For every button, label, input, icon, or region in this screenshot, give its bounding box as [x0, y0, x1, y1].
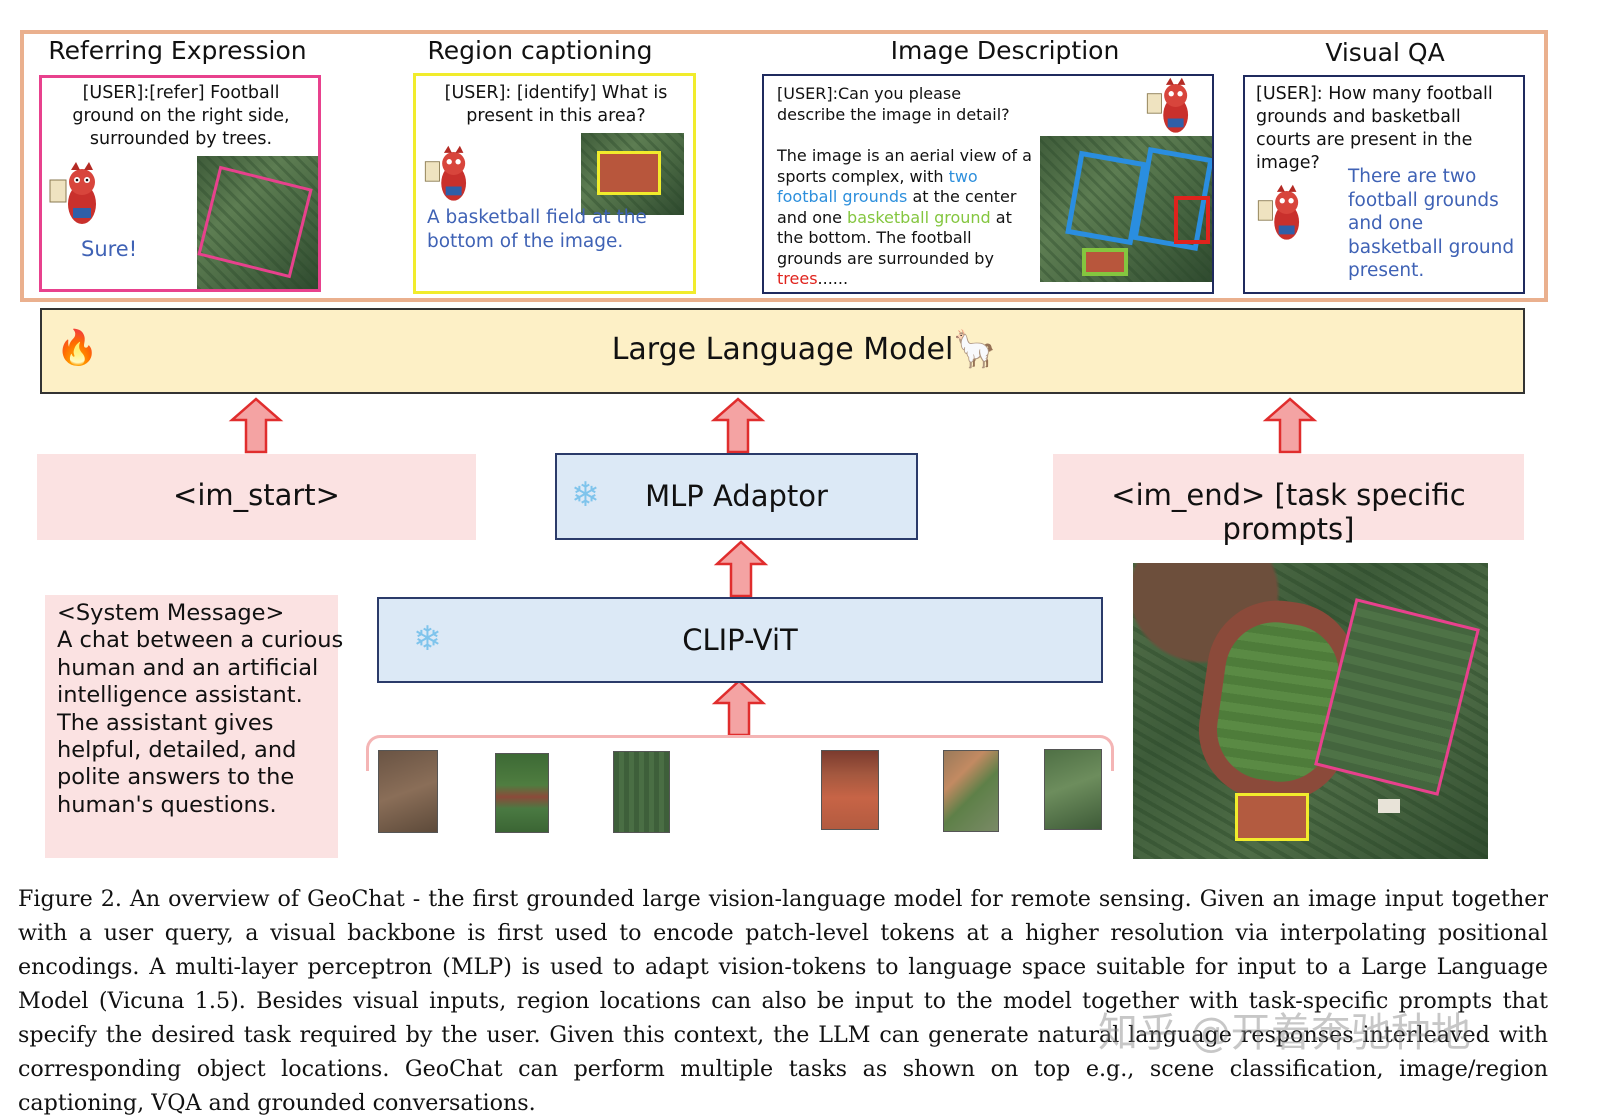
figure-caption: Figure 2. An overview of GeoChat - the f…: [18, 886, 1548, 1116]
mlp-adaptor-block: ❄ MLP Adaptor: [555, 453, 918, 540]
im-start-token: <im_start>: [37, 454, 476, 540]
geochat-mascot-icon: [1146, 77, 1189, 133]
answer-football-grounds: two football grounds: [777, 166, 978, 207]
patch-bracket: [366, 735, 1114, 771]
referring-user-query: [USER]:[refer] Football ground on the ri…: [72, 83, 290, 149]
image-patch: [378, 750, 438, 833]
large-language-model-block: 🔥 Large Language Model 🦙: [40, 308, 1525, 394]
region-captioning-title: Region captioning: [427, 36, 653, 65]
region-user-query: [USER]: [identify] What is present in th…: [444, 83, 668, 126]
visual-qa-title: Visual QA: [1325, 38, 1445, 67]
im-end-token: <im_end> [task specific prompts]: [1053, 454, 1524, 546]
visual-qa-box: [USER]: How many football grounds and ba…: [1243, 75, 1525, 294]
answer-text: at the bottom. The football grounds are …: [777, 207, 1012, 268]
snowflake-icon: ❄: [571, 475, 600, 515]
answer-ellipsis: ......: [817, 269, 849, 288]
building: [1378, 799, 1400, 813]
region-bbox: [597, 151, 661, 195]
task-examples-panel: [20, 30, 1548, 302]
llm-label: Large Language Model: [611, 332, 954, 367]
image-patch: [821, 750, 879, 830]
referring-expression-title: Referring Expression: [48, 36, 307, 65]
basketball-ground-bbox: [1082, 248, 1128, 276]
region-response: A basketball field at the bottom of the …: [427, 207, 647, 252]
region-bbox: [1235, 793, 1309, 841]
referring-expression-box: [USER]:[refer] Football ground on the ri…: [39, 75, 321, 292]
geochat-mascot-icon: [1257, 184, 1300, 240]
up-arrow: [228, 397, 284, 454]
clip-vit-label: CLIP-ViT: [682, 623, 798, 657]
up-arrow: [1262, 397, 1318, 454]
description-answer: The image is an aerial view of a sports …: [777, 146, 1039, 290]
image-patch: [613, 751, 670, 833]
flow-arrows: [228, 397, 1318, 737]
image-description-title: Image Description: [890, 36, 1120, 65]
region-aerial-image: [581, 133, 684, 215]
fire-icon: 🔥: [56, 328, 99, 368]
up-arrow: [711, 679, 767, 737]
image-patch: [495, 753, 549, 833]
referring-aerial-image: [197, 156, 318, 289]
input-aerial-image: [1133, 563, 1488, 859]
image-patch: [943, 750, 999, 832]
description-user-query: [USER]:Can you please describe the image…: [777, 84, 1010, 124]
zhihu-watermark: 知乎 @开着奔驰种地: [1098, 1010, 1471, 1056]
system-message: <System Message> A chat between a curiou…: [45, 595, 343, 858]
geochat-mascot-icon: [49, 162, 96, 224]
llama-icon: 🦙: [952, 329, 997, 370]
answer-trees: trees: [777, 269, 818, 288]
mlp-adaptor-label: MLP Adaptor: [645, 479, 828, 513]
image-description-box: [USER]:Can you please describe the image…: [762, 74, 1214, 294]
region-captioning-box: [USER]: [identify] What is present in th…: [413, 73, 696, 294]
im-start-label: <im_start>: [173, 478, 340, 512]
snowflake-icon: ❄: [413, 619, 442, 659]
image-patch: [1044, 749, 1102, 830]
clip-vit-block: ❄ CLIP-ViT: [377, 597, 1103, 683]
im-end-label: <im_end> [task specific prompts]: [1111, 478, 1466, 546]
answer-text: at the center and one: [777, 187, 1017, 227]
geochat-mascot-icon: [424, 145, 467, 201]
vqa-response: There are two football grounds and one b…: [1348, 166, 1515, 281]
description-aerial-image: [1040, 136, 1212, 282]
vqa-user-query: [USER]: How many football grounds and ba…: [1256, 84, 1493, 173]
trees-bbox: [1174, 196, 1210, 244]
referring-response: Sure!: [81, 237, 138, 261]
up-arrow: [713, 540, 769, 598]
answer-basketball-ground: basketball ground: [847, 207, 991, 227]
answer-text: The image is an aerial view of a sports …: [777, 146, 1032, 186]
up-arrow: [710, 397, 766, 454]
